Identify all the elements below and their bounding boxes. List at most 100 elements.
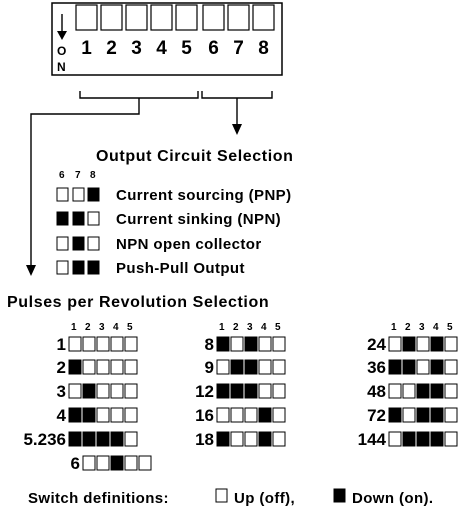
- switch-up: [444, 407, 458, 423]
- ppr-value-label: 8: [205, 335, 214, 354]
- ppr-row: 1: [57, 335, 138, 354]
- ppr-row: 5.236: [23, 430, 138, 449]
- switch-down: [216, 383, 230, 399]
- switch-down: [72, 260, 85, 275]
- dip-slot-4: [150, 4, 173, 31]
- dip-slot-8: [252, 4, 275, 31]
- ppr-column-number: 1: [219, 322, 225, 333]
- connector-to-ppr: [30, 98, 140, 267]
- ppr-row: 9: [205, 358, 286, 377]
- switch-up: [72, 187, 85, 202]
- switch-down: [388, 359, 402, 375]
- ppr-column-number: 5: [127, 322, 133, 333]
- switch-up: [82, 359, 96, 375]
- switch-up: [110, 359, 124, 375]
- switch-up: [258, 336, 272, 352]
- switch-down: [258, 407, 272, 423]
- switch-down: [110, 455, 124, 471]
- ppr-value-label: 3: [57, 382, 66, 401]
- dip-slot-1: [75, 4, 98, 31]
- switch-down: [258, 431, 272, 447]
- switch-down: [402, 431, 416, 447]
- switch-down: [416, 431, 430, 447]
- ppr-row: 4: [57, 406, 138, 425]
- switch-down: [430, 407, 444, 423]
- switch-down: [244, 383, 258, 399]
- switch-up: [272, 336, 286, 352]
- switch-down: [216, 336, 230, 352]
- ppr-row: 6: [71, 454, 152, 473]
- ppr-row: 8: [205, 335, 286, 354]
- switch-down: [68, 359, 82, 375]
- ppr-value-label: 48: [367, 382, 386, 401]
- switch-down: [244, 336, 258, 352]
- switch-down: [87, 260, 100, 275]
- switch-up: [124, 431, 138, 447]
- dip-switch-slots: [75, 4, 275, 31]
- switch-down: [82, 431, 96, 447]
- ppr-column-number: 4: [113, 322, 119, 333]
- switch-up: [216, 359, 230, 375]
- ppr-column-number: 3: [247, 322, 253, 333]
- switch-up: [124, 359, 138, 375]
- legend-down-text: Down (on).: [352, 490, 433, 507]
- switch-down: [430, 383, 444, 399]
- ppr-value-label: 144: [358, 430, 387, 449]
- switch-down: [244, 359, 258, 375]
- switch-up: [124, 455, 138, 471]
- on-arrow-head: [57, 31, 67, 40]
- ppr-row: 24: [367, 335, 458, 354]
- switch-up: [258, 383, 272, 399]
- output-row-label: Current sourcing (PNP): [116, 187, 291, 204]
- dip-position-number: 6: [208, 38, 219, 59]
- switch-down: [56, 211, 69, 226]
- ppr-value-label: 16: [195, 406, 214, 425]
- switch-up: [82, 455, 96, 471]
- ppr-value-label: 12: [195, 382, 214, 401]
- switch-down: [110, 431, 124, 447]
- ppr-value-label: 6: [71, 454, 80, 473]
- ppr-value-label: 5.236: [23, 430, 66, 449]
- switch-down: [230, 383, 244, 399]
- ppr-arrow-head: [26, 265, 36, 276]
- switch-up: [56, 236, 69, 251]
- switch-down: [416, 383, 430, 399]
- switch-up: [444, 336, 458, 352]
- switch-down: [72, 236, 85, 251]
- ppr-row: 48: [367, 382, 458, 401]
- ppr-row: 72: [367, 406, 458, 425]
- switch-up: [444, 359, 458, 375]
- ppr-column-number: 5: [275, 322, 281, 333]
- ppr-row: 2: [57, 358, 138, 377]
- ppr-value-label: 36: [367, 358, 386, 377]
- switch-up: [124, 336, 138, 352]
- switch-up: [138, 455, 152, 471]
- dip-position-number: 5: [181, 38, 192, 59]
- switch-up: [96, 383, 110, 399]
- ppr-value-label: 18: [195, 430, 214, 449]
- switch-up: [96, 336, 110, 352]
- dip-position-number: 7: [233, 38, 244, 59]
- ppr-value-label: 4: [57, 406, 67, 425]
- switch-down: [82, 407, 96, 423]
- output-arrow-head: [232, 124, 242, 135]
- ppr-row: 144: [358, 430, 458, 449]
- output-row: NPN open collector: [56, 236, 261, 253]
- switch-up: [272, 407, 286, 423]
- dip-position-number: 8: [258, 38, 269, 59]
- bracket-switches-6-8: [201, 91, 273, 99]
- dip-position-number: 1: [81, 38, 92, 59]
- switch-up: [87, 236, 100, 251]
- switch-up: [402, 407, 416, 423]
- ppr-row: 36: [367, 358, 458, 377]
- switch-down: [216, 431, 230, 447]
- switch-down: [87, 187, 100, 202]
- switch-up: [110, 407, 124, 423]
- switch-up: [216, 407, 230, 423]
- ppr-value-label: 2: [57, 358, 66, 377]
- switch-up: [272, 359, 286, 375]
- ppr-column-number: 2: [85, 322, 91, 333]
- switch-down: [388, 407, 402, 423]
